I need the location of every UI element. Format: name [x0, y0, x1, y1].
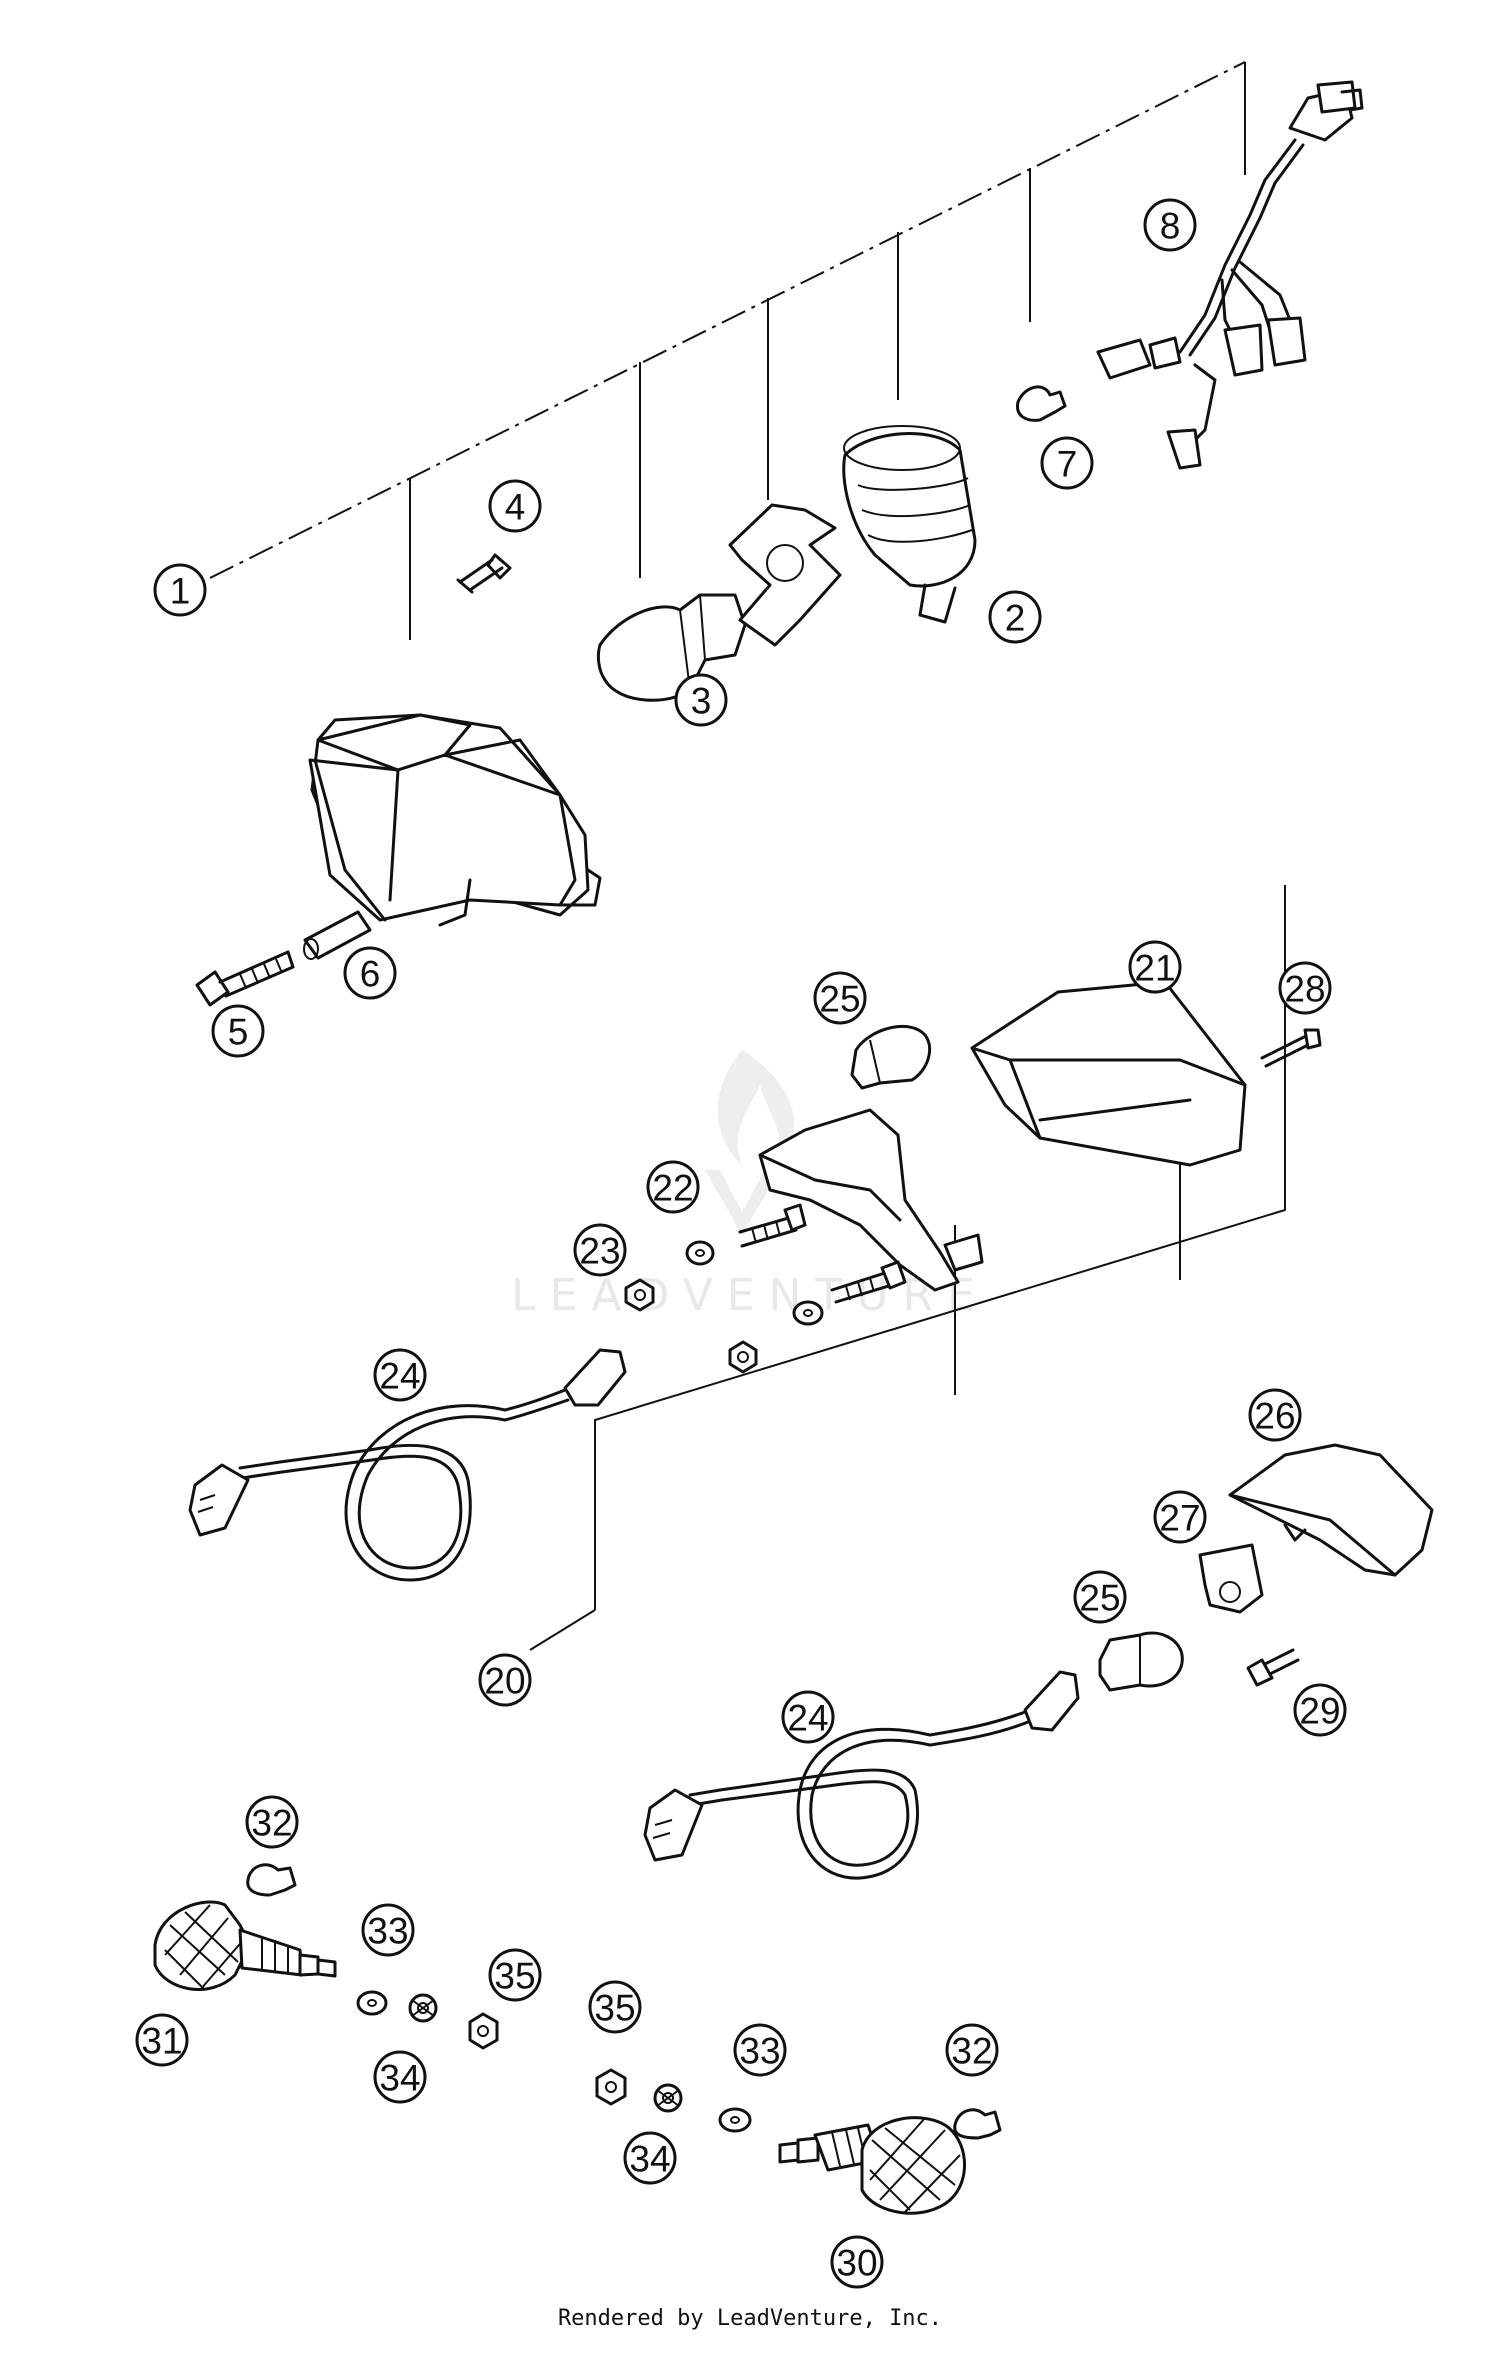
callout-35-right: 35	[588, 1980, 642, 2034]
callout-8: 8	[1143, 198, 1197, 252]
callout-26: 26	[1248, 1388, 1302, 1442]
svg-text:28: 28	[1284, 969, 1325, 1010]
screw-part-28	[1260, 1028, 1322, 1068]
socket-cable-upper	[188, 1348, 627, 1582]
turn-bulb-right	[953, 2108, 1002, 2140]
tail-bulb-upper	[850, 1025, 931, 1090]
svg-text:35: 35	[594, 1988, 635, 2029]
socket-cable-lower	[643, 1670, 1080, 1880]
bracket-part-27	[1198, 1543, 1264, 1614]
callout-35-left: 35	[488, 1948, 542, 2002]
svg-text:6: 6	[360, 954, 381, 995]
lockwasher-part-34-left	[408, 1993, 438, 2023]
svg-text:29: 29	[1299, 1691, 1340, 1732]
svg-text:1: 1	[170, 571, 191, 612]
callout-31: 31	[135, 2013, 189, 2067]
svg-text:2: 2	[1005, 598, 1026, 639]
headlight-housing	[308, 713, 602, 927]
callout-2: 2	[988, 590, 1042, 644]
svg-text:5: 5	[228, 1012, 249, 1053]
svg-text:8: 8	[1160, 206, 1181, 247]
callout-34-left: 34	[373, 2050, 427, 2104]
turn-signal-left	[153, 1900, 337, 1991]
svg-text:31: 31	[141, 2021, 182, 2062]
svg-text:26: 26	[1254, 1396, 1295, 1437]
nut-part-35-right	[595, 2068, 627, 2106]
callout-28: 28	[1278, 961, 1332, 1015]
svg-text:4: 4	[505, 487, 526, 528]
nut-part-35-left	[468, 2012, 499, 2050]
callout-7: 7	[1040, 436, 1094, 490]
svg-text:32: 32	[951, 2031, 992, 2072]
headlight-bulb	[596, 593, 747, 702]
headlight-guide-lines	[209, 61, 1246, 640]
bolt-part-22	[738, 1203, 807, 1248]
callout-21: 21	[1128, 940, 1182, 994]
callout-20: 20	[478, 1653, 532, 1707]
tail-cover	[1228, 1443, 1434, 1577]
washer-part-33-left	[356, 1990, 388, 2016]
callout-1: 1	[153, 563, 207, 617]
callout-32-left: 32	[245, 1795, 299, 1849]
svg-text:32: 32	[251, 1803, 292, 1844]
tail-bulb-lower	[1098, 1631, 1184, 1692]
svg-text:20: 20	[484, 1661, 525, 1702]
watermark-logo: LEADVENTURE	[511, 1050, 975, 1321]
callout-3: 3	[674, 673, 728, 727]
callout-34-right: 34	[623, 2131, 677, 2185]
callout-5: 5	[211, 1004, 265, 1058]
svg-text:34: 34	[379, 2058, 420, 2099]
svg-text:33: 33	[367, 1911, 408, 1952]
callout-23: 23	[573, 1223, 627, 1277]
callout-6: 6	[343, 946, 397, 1000]
svg-text:35: 35	[494, 1956, 535, 1997]
callout-25-lower: 25	[1073, 1570, 1127, 1624]
svg-text:25: 25	[819, 979, 860, 1020]
svg-text:25: 25	[1079, 1578, 1120, 1619]
washer-part-33-right	[718, 2107, 752, 2133]
svg-text:3: 3	[691, 681, 712, 722]
callout-32-right: 32	[945, 2023, 999, 2077]
callout-4: 4	[488, 479, 542, 533]
svg-text:24: 24	[379, 1356, 420, 1397]
svg-text:27: 27	[1159, 1498, 1200, 1539]
svg-text:30: 30	[836, 2243, 877, 2284]
callout-25-upper: 25	[813, 971, 867, 1025]
tail-light-lens	[970, 980, 1247, 1167]
callout-30: 30	[830, 2235, 884, 2289]
callout-33-left: 33	[361, 1903, 415, 1957]
svg-text:22: 22	[652, 1168, 693, 1209]
rubber-boot	[842, 425, 977, 624]
nut-part-23-lower	[728, 1340, 758, 1374]
callout-29: 29	[1293, 1683, 1347, 1737]
nut-part-23	[624, 1278, 655, 1312]
callout-24-upper: 24	[373, 1348, 427, 1402]
footer-credit: Rendered by LeadVenture, Inc.	[557, 2306, 943, 2331]
callout-27: 27	[1153, 1490, 1207, 1544]
washer-part-22-lower	[792, 1300, 824, 1326]
svg-text:33: 33	[739, 2031, 780, 2072]
washer-part-22	[685, 1240, 715, 1266]
wiring-harness	[1096, 80, 1364, 470]
callout-22: 22	[646, 1160, 700, 1214]
turn-signal-right	[778, 2116, 966, 2215]
bolt-part-22-lower	[830, 1260, 907, 1304]
svg-text:21: 21	[1134, 948, 1175, 989]
callout-33-right: 33	[733, 2023, 787, 2077]
svg-text:7: 7	[1057, 444, 1078, 485]
bolt-part-5	[195, 950, 295, 1007]
lockwasher-part-34-right	[653, 2083, 683, 2113]
svg-text:34: 34	[629, 2139, 670, 2180]
turn-bulb-left	[246, 1863, 297, 1897]
callout-24-lower: 24	[781, 1690, 835, 1744]
svg-text:24: 24	[787, 1698, 828, 1739]
screw-part-4	[456, 553, 512, 594]
sleeve-part-6	[303, 910, 372, 960]
reflector-plate	[728, 503, 842, 647]
screw-part-29	[1246, 1648, 1300, 1687]
svg-text:23: 23	[579, 1231, 620, 1272]
tail-light-base	[758, 1108, 984, 1292]
parking-bulb	[1015, 385, 1067, 422]
